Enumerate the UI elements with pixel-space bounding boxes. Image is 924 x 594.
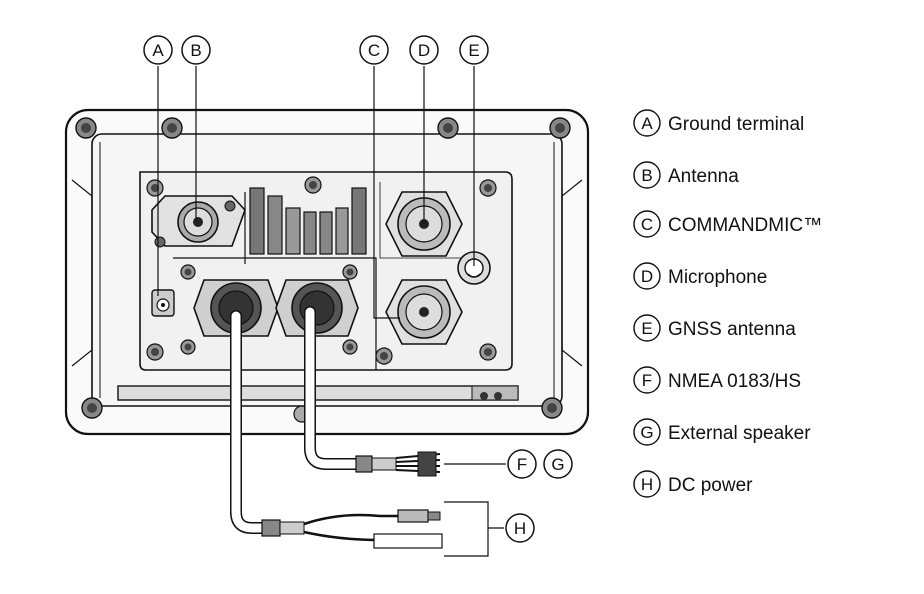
legend-label-h: DC power (668, 475, 753, 496)
cable-nmea-speaker (304, 306, 441, 477)
legend-label-b: Antenna (668, 166, 739, 187)
svg-text:H: H (514, 519, 526, 538)
callout-g: G (543, 449, 573, 479)
leader-h (444, 501, 504, 557)
svg-text:D: D (418, 41, 430, 60)
svg-text:G: G (640, 423, 653, 442)
commandmic-connector (385, 279, 463, 345)
svg-text:E: E (641, 319, 652, 338)
ground-terminal (151, 289, 175, 317)
callout-d: D (409, 35, 439, 65)
legend-label-g: External speaker (668, 423, 811, 444)
leader-lines (157, 66, 506, 557)
svg-text:A: A (641, 114, 653, 133)
legend-item-h: H DC power (633, 470, 753, 498)
screw (342, 264, 358, 280)
legend-item-b: B Antenna (633, 161, 739, 189)
mounting-screws (75, 117, 571, 419)
screw (437, 117, 459, 139)
svg-text:C: C (641, 215, 653, 234)
callout-h: H (505, 513, 535, 543)
screw (161, 117, 183, 139)
screw (549, 117, 571, 139)
screw (180, 264, 196, 280)
callout-b: B (181, 35, 211, 65)
callout-e: E (459, 35, 489, 65)
screw (375, 347, 393, 365)
screw (180, 339, 196, 355)
legend: A Ground terminal B Antenna C COMMANDMIC… (633, 109, 822, 498)
legend-item-g: G External speaker (633, 418, 811, 446)
screw (541, 397, 563, 419)
screw (81, 397, 103, 419)
cable-gland-right (275, 279, 359, 337)
legend-label-f: NMEA 0183/HS (668, 371, 801, 392)
screw (342, 339, 358, 355)
screw (479, 343, 497, 361)
screw (75, 117, 97, 139)
legend-label-c: COMMANDMIC™ (668, 215, 822, 236)
svg-text:F: F (517, 455, 527, 474)
gnss-antenna-connector (457, 251, 491, 285)
svg-text:G: G (551, 455, 564, 474)
antenna-connector (151, 195, 246, 248)
screw (304, 176, 322, 194)
svg-text:E: E (468, 41, 479, 60)
legend-item-d: D Microphone (633, 262, 767, 290)
callout-a: A (143, 35, 173, 65)
svg-text:D: D (641, 267, 653, 286)
callout-c: C (359, 35, 389, 65)
cable-dc-power (230, 310, 443, 549)
svg-text:B: B (641, 166, 652, 185)
leader-c (373, 66, 400, 319)
screw (146, 179, 164, 197)
legend-label-d: Microphone (668, 267, 767, 288)
svg-text:F: F (642, 371, 652, 390)
commandmic-port-block (249, 187, 367, 255)
legend-item-e: E GNSS antenna (633, 314, 796, 342)
legend-item-c: C COMMANDMIC™ (633, 210, 822, 238)
legend-label-e: GNSS antenna (668, 319, 796, 340)
svg-text:C: C (368, 41, 380, 60)
screw (146, 343, 164, 361)
screw (479, 179, 497, 197)
callout-f: F (507, 449, 537, 479)
svg-text:B: B (190, 41, 201, 60)
legend-item-f: F NMEA 0183/HS (633, 366, 801, 394)
legend-item-a: A Ground terminal (633, 109, 804, 137)
svg-text:A: A (152, 41, 164, 60)
legend-label-a: Ground terminal (668, 114, 804, 135)
svg-text:H: H (641, 475, 653, 494)
